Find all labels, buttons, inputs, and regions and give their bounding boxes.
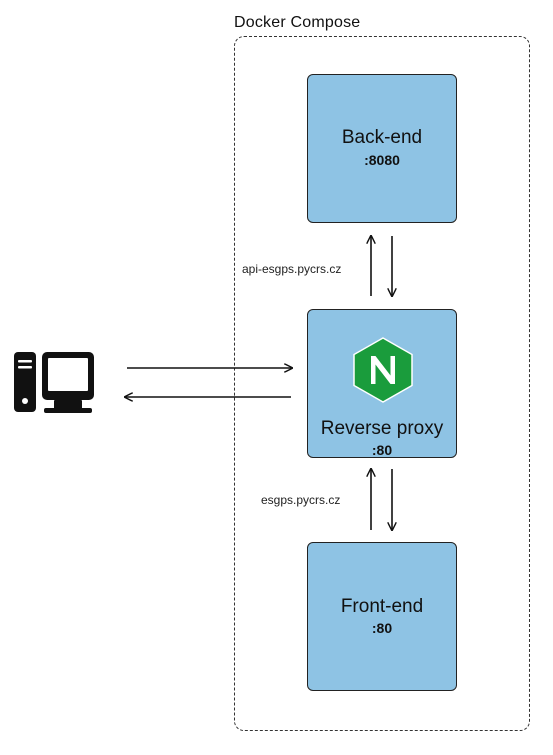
docker-compose-label: Docker Compose	[234, 14, 361, 31]
docker-compose-group	[234, 36, 530, 731]
reverse-proxy-name: Reverse proxy	[320, 418, 444, 439]
reverse-proxy-port: :80	[371, 442, 393, 458]
backend-name: Back-end	[341, 127, 423, 148]
backend-node[interactable]: Back-end :8080	[307, 74, 457, 223]
api-domain-label: api-esgps.pycrs.cz	[242, 262, 342, 276]
frontend-domain-label: esgps.pycrs.cz	[261, 493, 341, 507]
reverse-proxy-node[interactable]: Reverse proxy :80	[307, 309, 457, 458]
frontend-node[interactable]: Front-end :80	[307, 542, 457, 691]
frontend-port: :80	[371, 620, 393, 636]
nginx-logo-icon	[353, 337, 413, 403]
backend-port: :8080	[364, 152, 400, 168]
desktop-computer-icon	[14, 352, 94, 413]
frontend-name: Front-end	[340, 596, 424, 617]
